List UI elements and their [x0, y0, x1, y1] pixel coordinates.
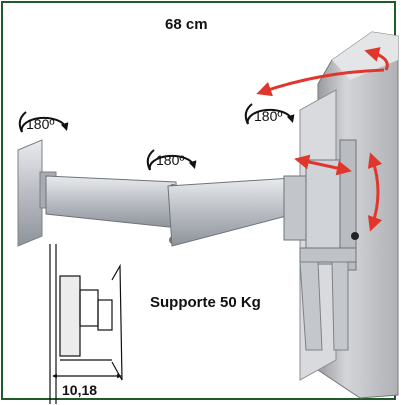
width-dimension-label: 68 cm	[165, 16, 208, 33]
arm-segment-2	[167, 177, 295, 247]
swivel-arrow	[256, 47, 389, 97]
rotation-arrow-middle	[146, 149, 197, 171]
rotation-label-middle: 180º	[156, 152, 185, 168]
tilt-arrow	[367, 152, 383, 232]
rotation-arrow-right	[244, 103, 295, 125]
rotation-label-left: 180º	[26, 116, 55, 132]
horizontal-adjust-arrow	[294, 154, 352, 176]
rotation-arrow-left	[18, 111, 69, 133]
rotation-label-right: 180º	[254, 108, 283, 124]
depth-dimension-label: 10,18	[62, 382, 98, 398]
arm-segment-1	[45, 175, 179, 244]
side-view-drawing	[49, 244, 123, 404]
load-capacity-label: Supporte 50 Kg	[150, 294, 261, 311]
